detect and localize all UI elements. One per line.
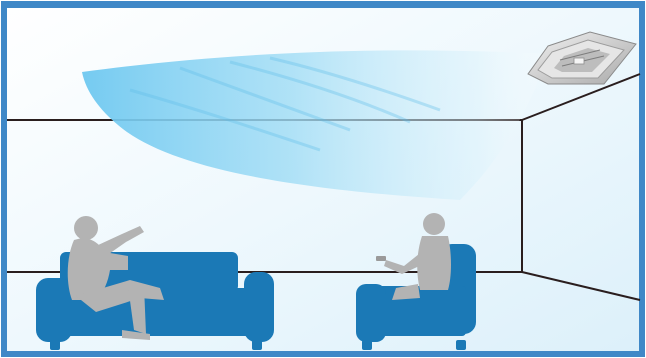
armchair-arm (356, 284, 386, 342)
sofa-arm-left (36, 278, 72, 342)
ceiling-border (4, 4, 642, 8)
sofa-arm-right (244, 272, 274, 342)
